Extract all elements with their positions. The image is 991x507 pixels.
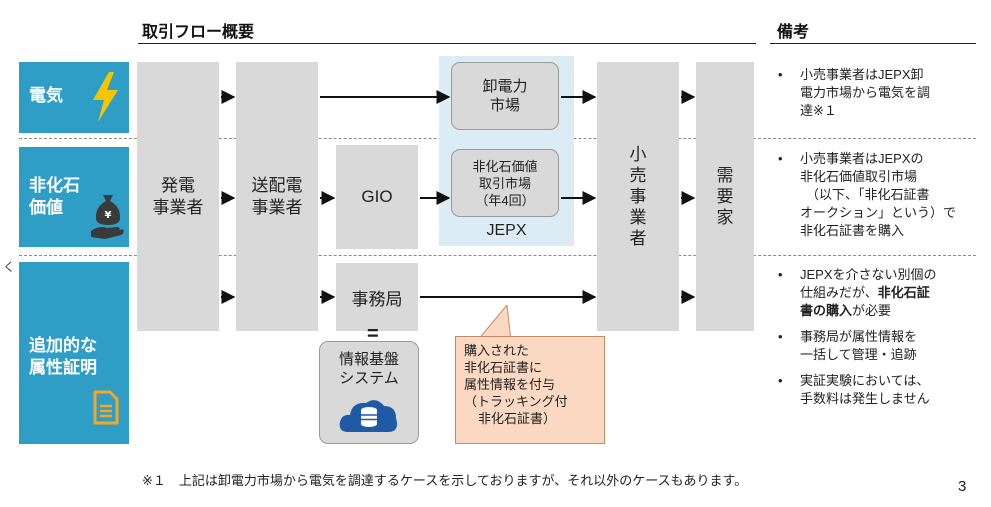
generator-box: 発電 事業者	[137, 62, 219, 331]
notes-title: 備考	[777, 24, 810, 41]
flow-title: 取引フロー概要	[142, 24, 255, 41]
transmission-label-1: 送配電	[251, 175, 303, 195]
callout-box: 購入された 非化石証書に 属性情報を付与 （トラッキング付 非化石証書）	[455, 336, 605, 444]
equals-sign: =	[367, 323, 379, 345]
jepx-label: JEPX	[486, 222, 527, 239]
category-non-fossil-label-2: 価値	[29, 198, 63, 217]
consumer-label: 需 要 家	[716, 166, 734, 227]
nfc-market-label-3: （年4回）	[475, 192, 535, 208]
secretariat-box: 事務局	[336, 263, 418, 331]
page-number: 3	[958, 478, 967, 495]
info-system-box: 情報基盤 システム	[319, 341, 419, 444]
callout-pointer	[476, 305, 512, 341]
consumer-box: 需 要 家	[696, 62, 754, 331]
retailer-label: 小 売 事 業 者	[629, 145, 647, 248]
yen-symbol: ¥	[105, 210, 112, 221]
secretariat-label: 事務局	[351, 289, 403, 309]
nfc-market-label-2: 取引市場	[478, 175, 531, 191]
generator-label-2: 事業者	[152, 197, 204, 217]
notes-title-rule	[770, 43, 976, 44]
retailer-box: 小 売 事 業 者	[597, 62, 679, 331]
document-icon	[93, 390, 119, 425]
category-attribute-label-1: 追加的な	[29, 336, 97, 355]
category-electricity: 電気	[19, 62, 129, 133]
info-system-label-2: システム	[339, 370, 399, 387]
category-electricity-label: 電気	[29, 86, 63, 105]
wholesale-label-2: 市場	[489, 97, 520, 114]
nfc-market-label-1: 非化石価値	[472, 158, 538, 174]
category-attribute-label-2: 属性証明	[29, 358, 97, 377]
side-mark: く	[3, 260, 16, 274]
callout-line-5: 非化石証書）	[478, 411, 557, 426]
transmission-box: 送配電 事業者	[236, 62, 318, 331]
category-attribute: 追加的な 属性証明	[19, 262, 129, 444]
callout-line-2: 非化石証書に	[464, 360, 543, 375]
transmission-label-2: 事業者	[251, 197, 303, 217]
wholesale-label-1: 卸電力	[482, 78, 528, 95]
callout-line-4: （トラッキング付	[464, 394, 568, 409]
callout-line-1: 購入された	[464, 343, 530, 358]
gio-label: GIO	[361, 187, 393, 206]
gio-box: GIO	[336, 145, 418, 249]
row-separator-2	[19, 255, 976, 256]
info-system-label-1: 情報基盤	[338, 351, 399, 368]
generator-label-1: 発電	[161, 175, 195, 195]
money-bag-hand-icon: ¥	[91, 195, 124, 239]
nfc-market-box: 非化石価値 取引市場 （年4回）	[451, 149, 559, 217]
wholesale-market-box: 卸電力 市場	[451, 62, 559, 130]
lightning-icon	[93, 72, 118, 122]
cloud-database-icon	[339, 400, 397, 432]
footnote: ※１ 上記は卸電力市場から電気を調達するケースを示しておりますが、それ以外のケー…	[142, 473, 748, 488]
category-non-fossil: 非化石 価値 ¥	[19, 147, 129, 247]
flow-title-rule	[138, 43, 756, 44]
callout-line-3: 属性情報を付与	[464, 377, 556, 392]
category-non-fossil-label-1: 非化石	[29, 176, 80, 195]
